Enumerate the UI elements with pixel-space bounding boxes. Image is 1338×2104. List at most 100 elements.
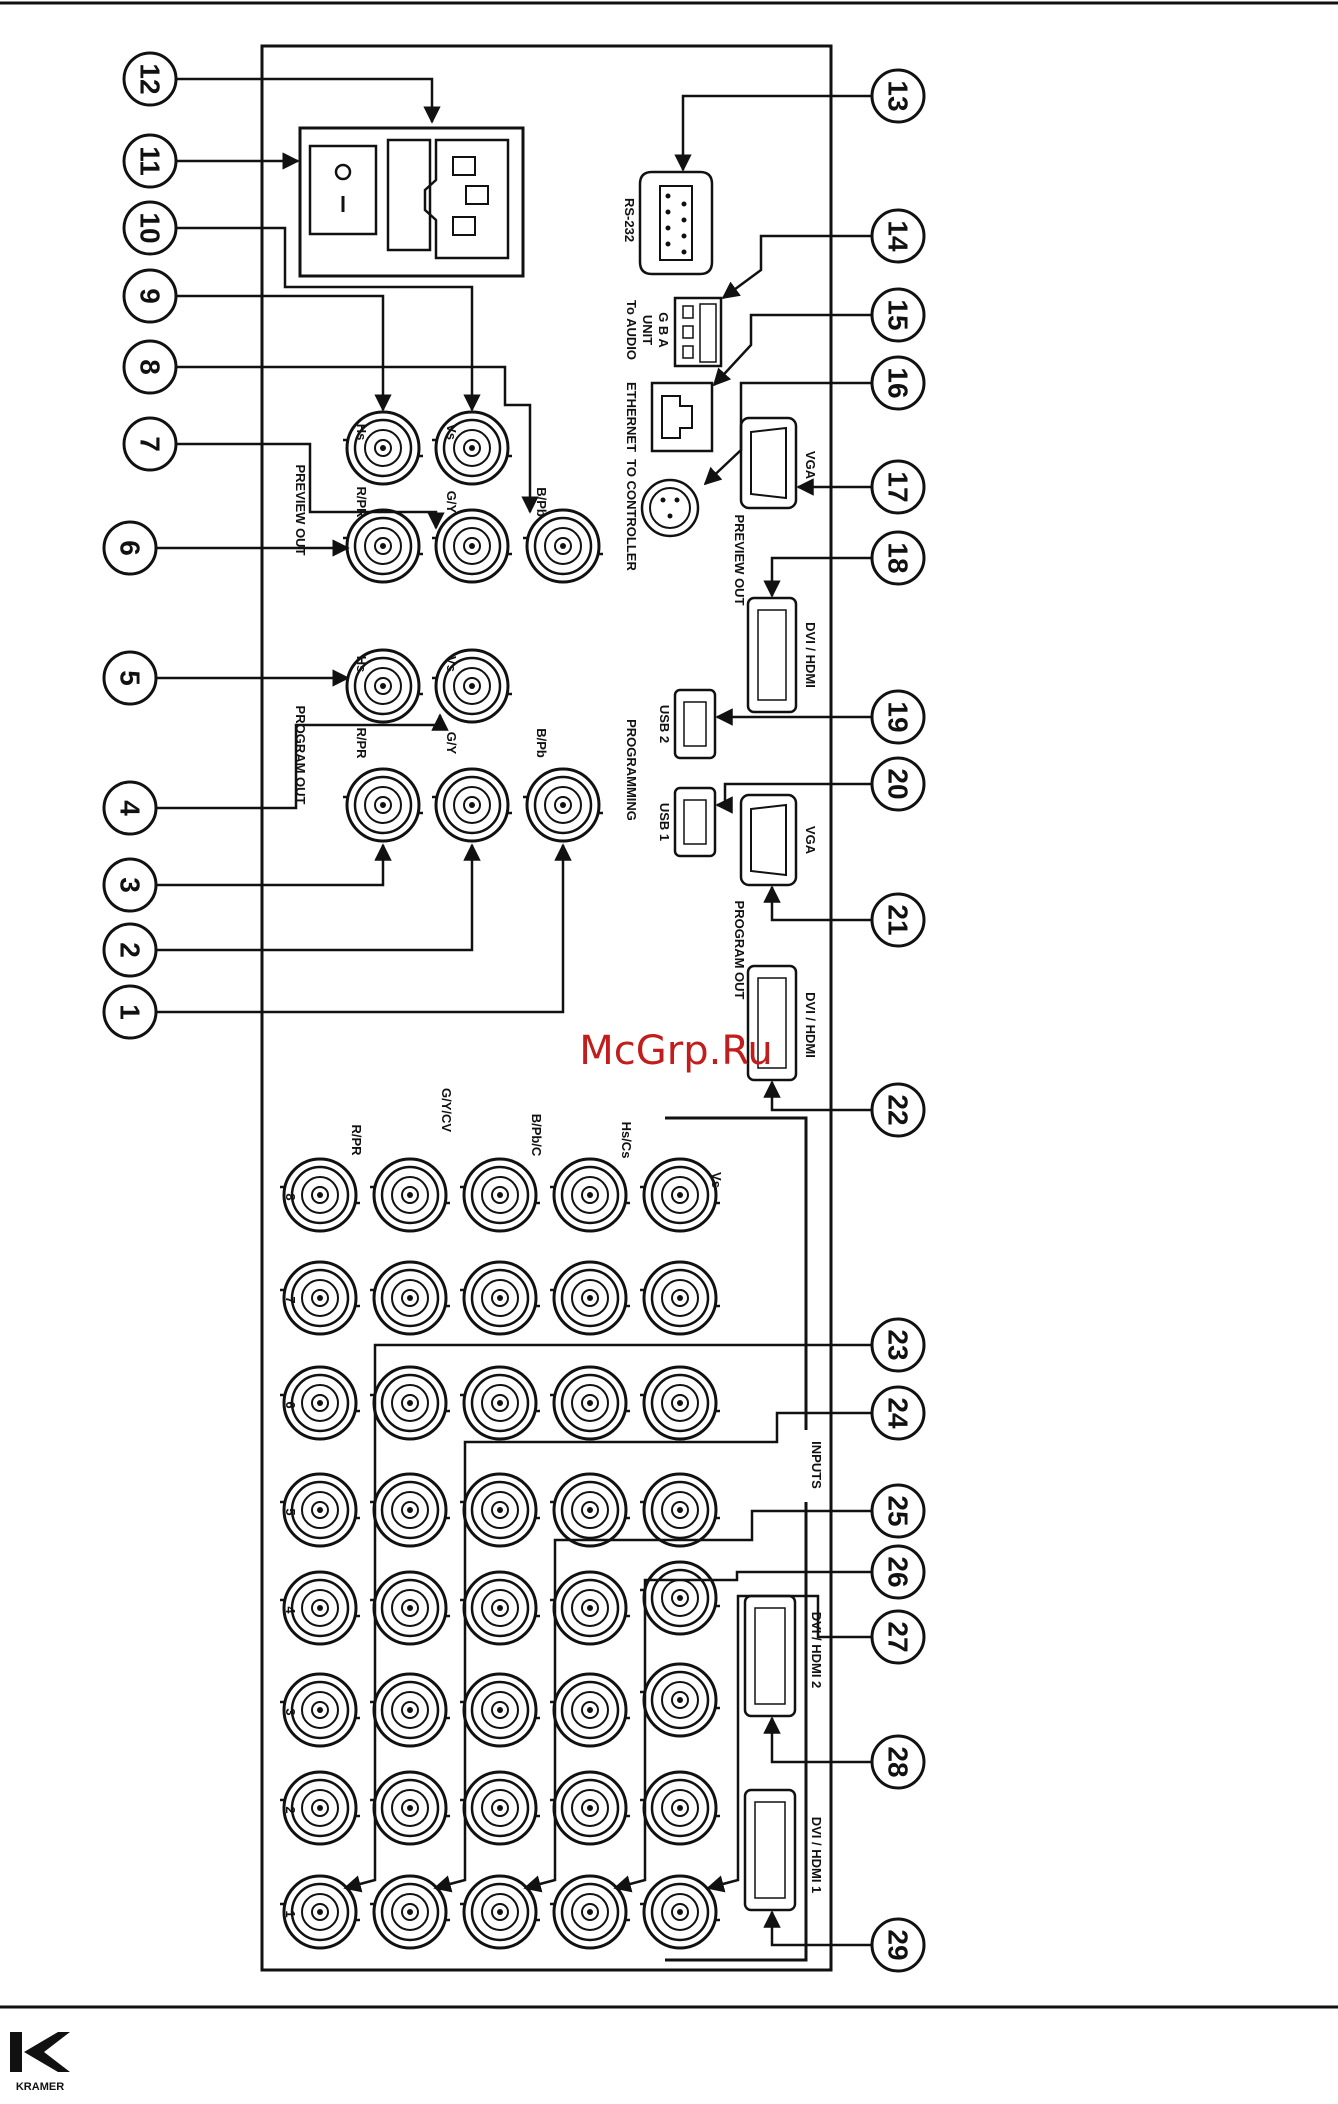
- input-4-gycv-bnc[interactable]: [370, 1570, 450, 1646]
- program-rpr-label: R/PR: [354, 727, 369, 759]
- leader-16: [703, 381, 872, 486]
- input-2-hscs-bnc[interactable]: [550, 1770, 630, 1846]
- input-5-gycv-bnc[interactable]: [370, 1472, 450, 1548]
- input-3-hscs-bnc[interactable]: [550, 1672, 630, 1748]
- input-3-gycv-bnc[interactable]: [370, 1672, 450, 1748]
- input-dvi1-label: DVI / HDMI 1: [809, 1817, 824, 1894]
- program-vs-bnc[interactable]: [432, 648, 512, 724]
- program-vga-label: VGA: [803, 826, 818, 855]
- leader-3: [156, 843, 392, 887]
- leader-28: [763, 1716, 872, 1764]
- fuse-holder: [386, 138, 432, 252]
- input-2-vs-bnc[interactable]: [640, 1770, 720, 1846]
- ethernet-port[interactable]: [650, 381, 714, 453]
- input-3-vs-bnc[interactable]: [640, 1662, 720, 1738]
- input-1-hscs-bnc[interactable]: [550, 1874, 630, 1950]
- preview-vga-label: VGA: [803, 451, 818, 480]
- preview-hs-bnc[interactable]: [343, 410, 423, 486]
- callout-number: 1: [115, 1004, 146, 1020]
- input-6-rpr-bnc[interactable]: [280, 1365, 360, 1441]
- input-1-vs-bnc[interactable]: [640, 1874, 720, 1950]
- input-1-gycv-bnc[interactable]: [370, 1874, 450, 1950]
- leader-15: [712, 313, 872, 387]
- leader-29: [763, 1910, 872, 1947]
- input-4-bpbc-bnc[interactable]: [460, 1570, 540, 1646]
- input-8-hscs-bnc[interactable]: [550, 1157, 630, 1233]
- input-dvi2-label: DVI / HDMI 2: [809, 1612, 824, 1689]
- callout-5: 5: [102, 650, 158, 706]
- input-6-gycv-bnc[interactable]: [370, 1365, 450, 1441]
- input-4-vs-bnc[interactable]: [640, 1560, 720, 1636]
- callout-11: 11: [122, 133, 178, 189]
- callout-15: 15: [870, 287, 926, 343]
- input-8-bpbc-bnc[interactable]: [460, 1157, 540, 1233]
- leader-21: [763, 885, 872, 922]
- program-dvi-port[interactable]: [746, 964, 798, 1082]
- input-dvi2-port[interactable]: [743, 1594, 797, 1718]
- leader-4: [156, 713, 449, 810]
- program-dvi-label: DVI / HDMI: [803, 992, 818, 1058]
- power-switch[interactable]: [308, 144, 378, 236]
- preview-gy-bnc[interactable]: [432, 508, 512, 584]
- callout-13: 13: [870, 68, 926, 124]
- input-1-bpbc-bnc[interactable]: [460, 1874, 540, 1950]
- callout-number: 27: [883, 1621, 914, 1652]
- callout-number: 18: [883, 542, 914, 573]
- kramer-logo-text: KRAMER: [16, 2081, 64, 2093]
- input-7-gycv-bnc[interactable]: [370, 1260, 450, 1336]
- audio-unit-terminal[interactable]: [673, 296, 723, 368]
- input-8-gycv-bnc[interactable]: [370, 1157, 450, 1233]
- input-2-gycv-bnc[interactable]: [370, 1770, 450, 1846]
- input-5-rpr-bnc[interactable]: [280, 1472, 360, 1548]
- rs232-port[interactable]: [638, 170, 714, 276]
- leader-1: [156, 843, 572, 1014]
- input-3-rpr-bnc[interactable]: [280, 1672, 360, 1748]
- input-5-hscs-bnc[interactable]: [550, 1472, 630, 1548]
- callout-4: 4: [102, 780, 158, 836]
- leader-12: [176, 77, 441, 124]
- callout-27: 27: [870, 1609, 926, 1665]
- usb1-port[interactable]: [673, 786, 717, 858]
- input-7-rpr-bnc[interactable]: [280, 1260, 360, 1336]
- input-6-hscs-bnc[interactable]: [550, 1365, 630, 1441]
- preview-bpb-bnc[interactable]: [523, 508, 603, 584]
- usb2-port[interactable]: [673, 688, 717, 760]
- callouts: 1234567891011121314151617181920212223242…: [102, 51, 926, 1973]
- input-number-5: 5: [283, 1508, 298, 1515]
- input-7-bpbc-bnc[interactable]: [460, 1260, 540, 1336]
- leader-27: [706, 1594, 872, 1893]
- preview-vs-bnc[interactable]: [432, 410, 512, 486]
- program-rpr-bnc[interactable]: [343, 767, 423, 843]
- callout-number: 5: [115, 670, 146, 686]
- input-1-rpr-bnc[interactable]: [280, 1874, 360, 1950]
- input-4-hscs-bnc[interactable]: [550, 1570, 630, 1646]
- program-vga-port[interactable]: [739, 793, 798, 887]
- input-6-bpbc-bnc[interactable]: [460, 1365, 540, 1441]
- input-7-vs-bnc[interactable]: [640, 1260, 720, 1336]
- input-2-rpr-bnc[interactable]: [280, 1770, 360, 1846]
- input-8-vs-bnc[interactable]: [640, 1157, 720, 1233]
- input-number-7: 7: [283, 1296, 298, 1303]
- callout-14: 14: [870, 208, 926, 264]
- callout-29: 29: [870, 1917, 926, 1973]
- input-4-rpr-bnc[interactable]: [280, 1570, 360, 1646]
- input-8-rpr-bnc[interactable]: [280, 1157, 360, 1233]
- unit-label: UNIT: [640, 315, 655, 345]
- usb2-label: USB 2: [657, 705, 672, 743]
- callout-number: 14: [883, 220, 914, 252]
- input-7-hscs-bnc[interactable]: [550, 1260, 630, 1336]
- preview-dvi-port[interactable]: [746, 596, 798, 714]
- input-5-vs-bnc[interactable]: [640, 1472, 720, 1548]
- input-2-bpbc-bnc[interactable]: [460, 1770, 540, 1846]
- input-6-vs-bnc[interactable]: [640, 1365, 720, 1441]
- program-gy-bnc[interactable]: [432, 767, 512, 843]
- preview-rpr-bnc[interactable]: [343, 508, 423, 584]
- program-out-label-right: PROGRAM OUT: [732, 901, 747, 1000]
- preview-out-label-right: PREVIEW OUT: [732, 514, 747, 605]
- preview-vga-port[interactable]: [739, 416, 798, 510]
- input-3-bpbc-bnc[interactable]: [460, 1672, 540, 1748]
- controller-port[interactable]: [640, 478, 700, 538]
- program-bpb-bnc[interactable]: [523, 767, 603, 843]
- input-dvi1-port[interactable]: [743, 1788, 797, 1912]
- input-5-bpbc-bnc[interactable]: [460, 1472, 540, 1548]
